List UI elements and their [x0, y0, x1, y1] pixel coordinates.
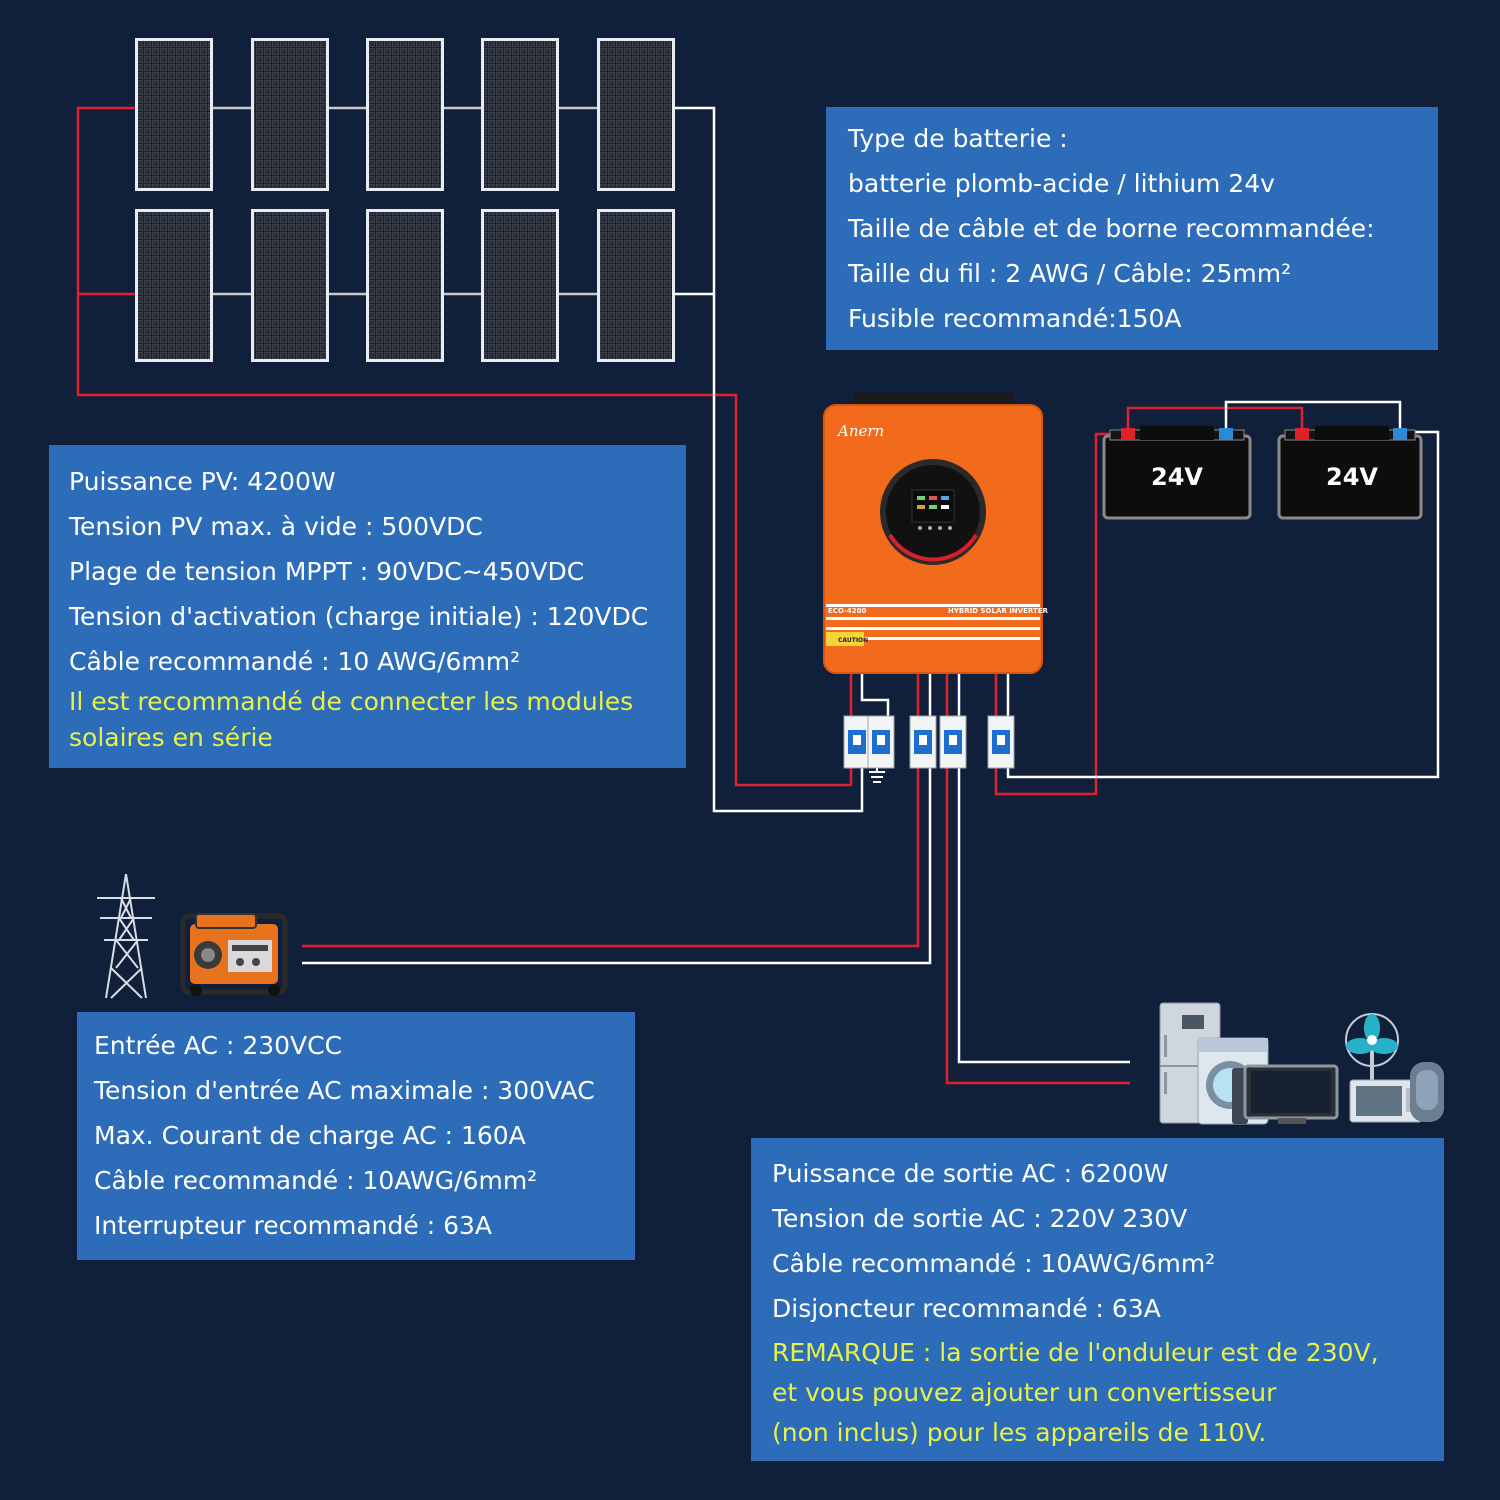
- transmission-tower-icon: [97, 873, 155, 999]
- battery-info-line-4: Taille du fil : 2 AWG / Câble: 25mm²: [848, 259, 1292, 288]
- battery-info-line-2: batterie plomb-acide / lithium 24v: [848, 169, 1275, 198]
- ac-wiring: [302, 672, 1130, 1085]
- pv-info-panel: Puissance PV: 4200W Tension PV max. à vi…: [49, 445, 686, 768]
- battery-1-label: 24V: [1151, 463, 1203, 491]
- water-heater-icon: [1410, 1062, 1444, 1122]
- solar-module-3: [366, 38, 444, 191]
- solar-module-4: [481, 38, 559, 191]
- ac-input-line-5: Interrupteur recommandé : 63A: [94, 1211, 492, 1240]
- ac-input-line-2: Tension d'entrée AC maximale : 300VAC: [94, 1076, 595, 1105]
- ac-output-line-3: Câble recommandé : 10AWG/6mm²: [772, 1249, 1216, 1278]
- solar-array: [135, 38, 675, 362]
- ac-output-info-panel: Puissance de sortie AC : 6200W Tension d…: [751, 1138, 1444, 1461]
- generator-icon: [180, 913, 288, 996]
- ac-output-line-1: Puissance de sortie AC : 6200W: [772, 1159, 1169, 1188]
- ac-input-line-4: Câble recommandé : 10AWG/6mm²: [94, 1166, 538, 1195]
- ac-output-line-4: Disjoncteur recommandé : 63A: [772, 1294, 1161, 1323]
- battery-info-line-1: Type de batterie :: [848, 124, 1068, 153]
- ac-input-info-panel: Entrée AC : 230VCC Tension d'entrée AC m…: [77, 1012, 635, 1260]
- inverter: Anern ECO-4200 HYBRID SOLAR INVERTER CAU…: [820, 393, 1048, 674]
- pv-wiring: [76, 106, 864, 813]
- inverter-product-line: HYBRID SOLAR INVERTER: [948, 607, 1048, 615]
- solar-module-9: [481, 209, 559, 362]
- pv-info-line-2: Tension PV max. à vide : 500VDC: [69, 512, 483, 541]
- ac-input-line-3: Max. Courant de charge AC : 160A: [94, 1121, 526, 1150]
- inverter-model: ECO-4200: [828, 607, 867, 615]
- battery-info-line-5: Fusible recommandé:150A: [848, 304, 1182, 333]
- ac-output-note-line-1: REMARQUE : la sortie de l'onduleur est d…: [772, 1338, 1379, 1367]
- breaker-2: [867, 715, 895, 769]
- ground-symbol: [869, 768, 885, 783]
- solar-module-8: [366, 209, 444, 362]
- breaker-5: [987, 715, 1015, 769]
- ac-output-note-line-2: et vous pouvez ajouter un convertisseur: [772, 1378, 1277, 1407]
- solar-module-1: [135, 38, 213, 191]
- solar-module-2: [251, 38, 329, 191]
- pv-info-line-5: Câble recommandé : 10 AWG/6mm²: [69, 647, 521, 676]
- pv-info-line-3: Plage de tension MPPT : 90VDC~450VDC: [69, 557, 585, 586]
- battery-info-line-3: Taille de câble et de borne recommandée:: [848, 214, 1375, 243]
- battery-1: 24V: [1102, 426, 1252, 520]
- breaker-3: [909, 715, 937, 769]
- breakers: [843, 715, 1015, 769]
- solar-module-10: [597, 209, 675, 362]
- ac-input-line-1: Entrée AC : 230VCC: [94, 1031, 343, 1060]
- pv-info-line-1: Puissance PV: 4200W: [69, 467, 336, 496]
- pv-note-line-1: Il est recommandé de connecter les modul…: [69, 687, 634, 716]
- pv-note-line-2: solaires en série: [69, 723, 273, 752]
- solar-module-5: [597, 38, 675, 191]
- ac-output-note-line-3: (non inclus) pour les appareils de 110V.: [772, 1418, 1267, 1447]
- inverter-brand: Anern: [836, 422, 884, 440]
- solar-module-6: [135, 209, 213, 362]
- inverter-caution-label: CAUTION: [838, 637, 868, 644]
- breaker-4: [939, 715, 967, 769]
- ac-output-line-2: Tension de sortie AC : 220V 230V: [772, 1204, 1188, 1233]
- household-appliances-icon: [1159, 1002, 1444, 1125]
- breaker-1: [843, 715, 871, 769]
- battery-2-label: 24V: [1326, 463, 1378, 491]
- television-icon: [1243, 1064, 1339, 1124]
- pv-info-line-4: Tension d'activation (charge initiale) :…: [69, 602, 649, 631]
- battery-wiring: [994, 400, 1440, 796]
- solar-module-7: [251, 209, 329, 362]
- battery-info-panel: Type de batterie : batterie plomb-acide …: [826, 107, 1438, 350]
- battery-2: 24V: [1277, 426, 1423, 520]
